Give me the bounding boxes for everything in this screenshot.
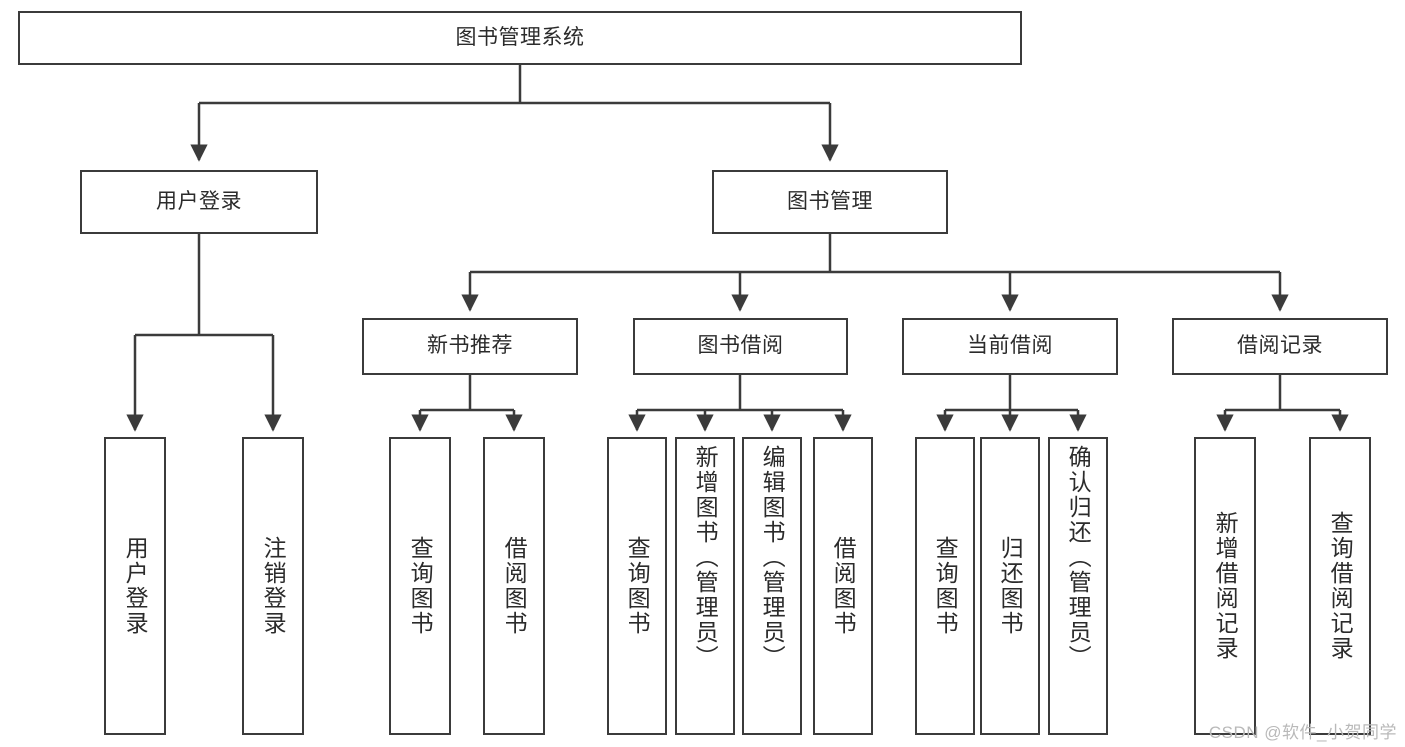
node-user-login[interactable]: 用户登录 [80,170,318,234]
leaf-user-login[interactable]: 用户登录 [104,437,166,735]
leaf-add-book-label: 新增图书（管理员） [692,445,719,670]
leaf-edit-book[interactable]: 编辑图书（管理员） [742,437,802,735]
node-new-book-rec[interactable]: 新书推荐 [362,318,578,375]
csdn-watermark: CSDN @软件_小贺同学 [1208,723,1397,742]
node-root-label: 图书管理系统 [455,25,585,49]
leaf-confirm-return[interactable]: 确认归还（管理员） [1048,437,1108,735]
leaf-user-login-label: 用户登录 [122,536,149,636]
leaf-query-record-label: 查询借阅记录 [1327,511,1354,661]
leaf-confirm-return-label: 确认归还（管理员） [1065,445,1092,670]
leaf-return-book[interactable]: 归还图书 [980,437,1040,735]
leaf-query-book-label: 查询图书 [624,536,651,636]
node-current-borrow-label: 当前借阅 [967,334,1053,358]
node-user-login-label: 用户登录 [156,189,242,213]
leaf-logout[interactable]: 注销登录 [242,437,304,735]
leaf-query-book-rec[interactable]: 查询图书 [389,437,451,735]
leaf-edit-book-label: 编辑图书（管理员） [759,445,786,670]
node-book-manage[interactable]: 图书管理 [712,170,948,234]
node-root[interactable]: 图书管理系统 [18,11,1022,65]
leaf-query-record[interactable]: 查询借阅记录 [1309,437,1371,735]
leaf-return-book-label: 归还图书 [997,536,1024,636]
leaf-borrow-book[interactable]: 借阅图书 [813,437,873,735]
leaf-query-book[interactable]: 查询图书 [607,437,667,735]
node-new-book-rec-label: 新书推荐 [427,334,513,358]
leaf-borrow-book-rec[interactable]: 借阅图书 [483,437,545,735]
node-book-borrow[interactable]: 图书借阅 [633,318,848,375]
leaf-query-book-rec-label: 查询图书 [407,536,434,636]
leaf-borrow-book-label: 借阅图书 [830,536,857,636]
leaf-add-record[interactable]: 新增借阅记录 [1194,437,1256,735]
node-current-borrow[interactable]: 当前借阅 [902,318,1118,375]
leaf-logout-label: 注销登录 [260,536,287,636]
leaf-borrow-book-rec-label: 借阅图书 [501,536,528,636]
node-book-borrow-label: 图书借阅 [697,334,784,358]
leaf-query-book-cur[interactable]: 查询图书 [915,437,975,735]
node-borrow-record-label: 借阅记录 [1237,334,1323,358]
leaf-add-book[interactable]: 新增图书（管理员） [675,437,735,735]
leaf-query-book-cur-label: 查询图书 [932,536,959,636]
node-borrow-record[interactable]: 借阅记录 [1172,318,1388,375]
node-book-manage-label: 图书管理 [787,189,873,213]
leaf-add-record-label: 新增借阅记录 [1212,511,1239,661]
